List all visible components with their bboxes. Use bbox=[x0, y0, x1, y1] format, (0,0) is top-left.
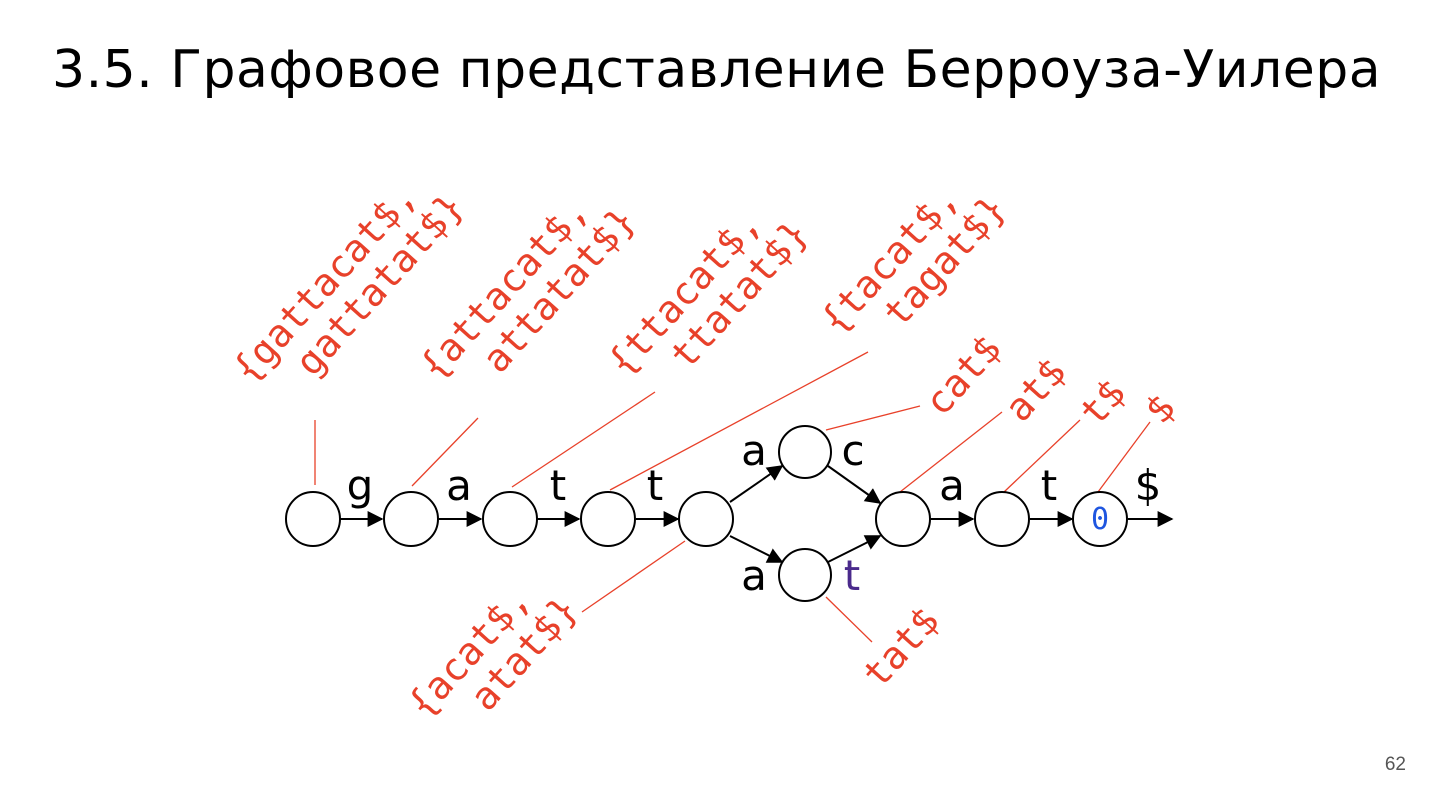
annotation-n4: {acat$, atat$} bbox=[399, 578, 586, 726]
node-n1 bbox=[383, 491, 439, 547]
edge-label-g: g bbox=[347, 461, 374, 510]
leader-line-nu bbox=[825, 405, 921, 431]
annotation-n5-text: at$ bbox=[996, 350, 1075, 430]
edge-lower-n5 bbox=[827, 535, 882, 563]
leader-line-n1 bbox=[411, 417, 479, 487]
leader-line-n7 bbox=[1097, 421, 1151, 493]
annotation-nu-text: cat$ bbox=[916, 327, 1010, 424]
node-upper bbox=[778, 425, 832, 479]
edge-label-dollar: $ bbox=[1135, 461, 1162, 510]
edge-n4-lower bbox=[729, 535, 784, 563]
slide-title: 3.5. Графовое представление Берроуза-Уил… bbox=[52, 40, 1382, 100]
annotation-n7-text: $ bbox=[1136, 386, 1184, 432]
edge-label-t-2: t bbox=[647, 461, 663, 510]
edge-n4-upper bbox=[729, 465, 784, 503]
page-number: 62 bbox=[1384, 754, 1406, 775]
node-n2 bbox=[482, 491, 538, 547]
leader-line-n6 bbox=[1003, 419, 1081, 493]
leader-line-n4 bbox=[581, 540, 686, 613]
leader-line-n2 bbox=[511, 391, 656, 488]
edge-label-a-lower: a bbox=[741, 551, 767, 600]
annotation-n7: $ bbox=[1136, 386, 1184, 432]
annotation-nl-text: tat$ bbox=[854, 599, 948, 696]
annotation-n6: t$ bbox=[1071, 371, 1134, 434]
annotation-n6-text: t$ bbox=[1071, 371, 1134, 434]
edge-label-t-lower: t bbox=[844, 551, 860, 600]
suffix-annotations: {gattacat$, gattatat$} {attacat$, attata… bbox=[224, 175, 1184, 726]
leader-lines bbox=[314, 351, 1151, 643]
node-n3 bbox=[580, 491, 636, 547]
edge-label-a-1: a bbox=[446, 461, 472, 510]
edge-label-a-upper: a bbox=[741, 426, 767, 475]
node-sink bbox=[1072, 491, 1128, 547]
node-lower bbox=[778, 548, 832, 602]
graph-edges bbox=[340, 465, 1174, 563]
annotation-n5: at$ bbox=[996, 350, 1075, 430]
edge-label-t-3: t bbox=[1041, 461, 1057, 510]
annotation-nu: cat$ bbox=[916, 327, 1010, 424]
graph-nodes: 0 bbox=[285, 425, 1128, 602]
node-n0 bbox=[285, 491, 341, 547]
node-n6 bbox=[974, 491, 1030, 547]
edge-upper-n5 bbox=[827, 465, 882, 504]
edge-labels: g a t t a c a t a t $ bbox=[347, 426, 1162, 600]
edge-label-a-2: a bbox=[939, 461, 965, 510]
node-n5 bbox=[875, 491, 931, 547]
edge-label-t-1: t bbox=[550, 461, 566, 510]
edge-label-c-upper: c bbox=[841, 426, 864, 475]
leader-line-n5 bbox=[899, 411, 1003, 493]
node-sink-label: 0 bbox=[1091, 502, 1109, 537]
leader-line-n3 bbox=[609, 351, 869, 491]
annotation-nl: tat$ bbox=[854, 599, 948, 696]
node-n4 bbox=[678, 491, 734, 547]
leader-line-nl bbox=[825, 596, 873, 643]
